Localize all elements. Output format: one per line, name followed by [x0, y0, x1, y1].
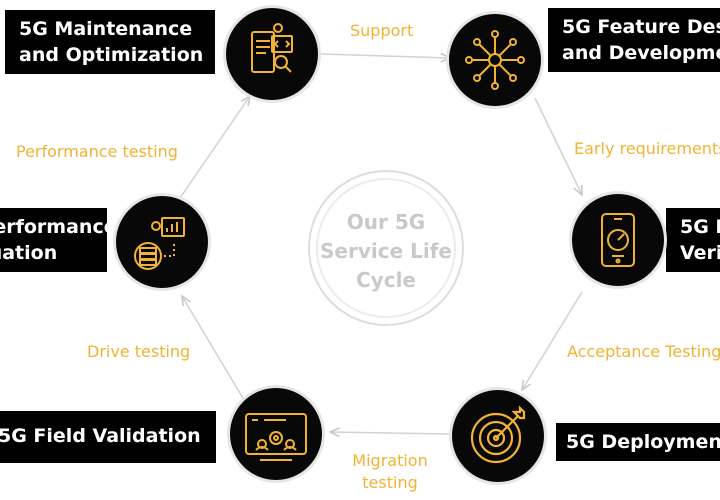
stage-label-maintenance: 5G Maintenance and Optimization [5, 10, 215, 74]
center-inner-ring [316, 178, 456, 318]
tablet-gauge-icon [601, 213, 635, 267]
transition-label-migration-testing: Migration testing [340, 450, 440, 494]
arrow-early-requirements [534, 97, 582, 195]
stage-label-line: Evaluation [0, 242, 58, 264]
stage-label-deployment: 5G Deployment [556, 423, 720, 461]
transition-label-acceptance-testing: Acceptance Testing [567, 341, 720, 363]
stage-label-line: 5G Performance [0, 216, 117, 238]
transition-label-drive-testing: Drive testing [87, 341, 190, 363]
center-circle: Our 5G Service Life Cycle [308, 170, 464, 326]
center-title-line: Service Life [320, 239, 452, 263]
transition-label-line: Acceptance Testing [567, 342, 720, 361]
stage-node-maintenance [226, 8, 318, 100]
stage-node-deployment [452, 390, 544, 482]
transition-label-support: Support [350, 20, 413, 42]
settings-board-icon [245, 413, 307, 461]
stage-label-feature-design: 5G Feature Design and Development [548, 8, 720, 72]
stage-node-performance-evaluation [116, 196, 208, 288]
stage-label-line: and Optimization [19, 44, 204, 66]
stage-label-line: 5G Maintenance [19, 18, 193, 40]
transition-label-line: Drive testing [87, 342, 191, 361]
arrow-support [319, 54, 450, 58]
center-title: Our 5G Service Life Cycle [310, 208, 462, 295]
arrow-performance-testing [179, 96, 250, 199]
arrow-drive-testing [182, 296, 245, 401]
stage-label-line: 5G Lab [680, 216, 720, 238]
transition-label-line: Early requirements [574, 139, 720, 158]
transition-label-line: testing [362, 473, 418, 492]
arrow-migration-testing [330, 432, 451, 434]
arrow-acceptance-testing [522, 291, 583, 390]
stage-label-line: and Development [562, 42, 720, 64]
app-code-search-icon [251, 23, 293, 73]
center-title-line: Our 5G [346, 210, 426, 234]
server-analytics-icon [134, 217, 185, 270]
transition-label-performance-testing: Performance testing [16, 141, 178, 163]
stage-label-line: 5G Deployment [566, 431, 720, 453]
network-hub-icon [465, 30, 525, 90]
stage-node-lab-verification [572, 194, 664, 286]
stage-label-performance-evaluation: 5G Performance Evaluation [0, 208, 117, 272]
stage-node-feature-design [449, 14, 541, 106]
transition-label-early-requirements: Early requirements [574, 138, 720, 160]
stage-label-line: Verification [680, 242, 720, 264]
transition-label-line: Support [350, 21, 414, 40]
stage-node-field-validation [230, 388, 322, 480]
stage-label-lab-verification: 5G Lab Verification [666, 208, 720, 272]
stage-label-field-validation: 5G Field Validation [0, 411, 216, 463]
stage-label-line: 5G Field Validation [0, 425, 201, 447]
target-dart-icon [470, 405, 526, 464]
transition-label-line: Performance testing [16, 142, 178, 161]
center-title-line: Cycle [356, 268, 416, 292]
stage-label-line: 5G Feature Design [562, 16, 720, 38]
transition-label-line: Migration [352, 451, 428, 470]
